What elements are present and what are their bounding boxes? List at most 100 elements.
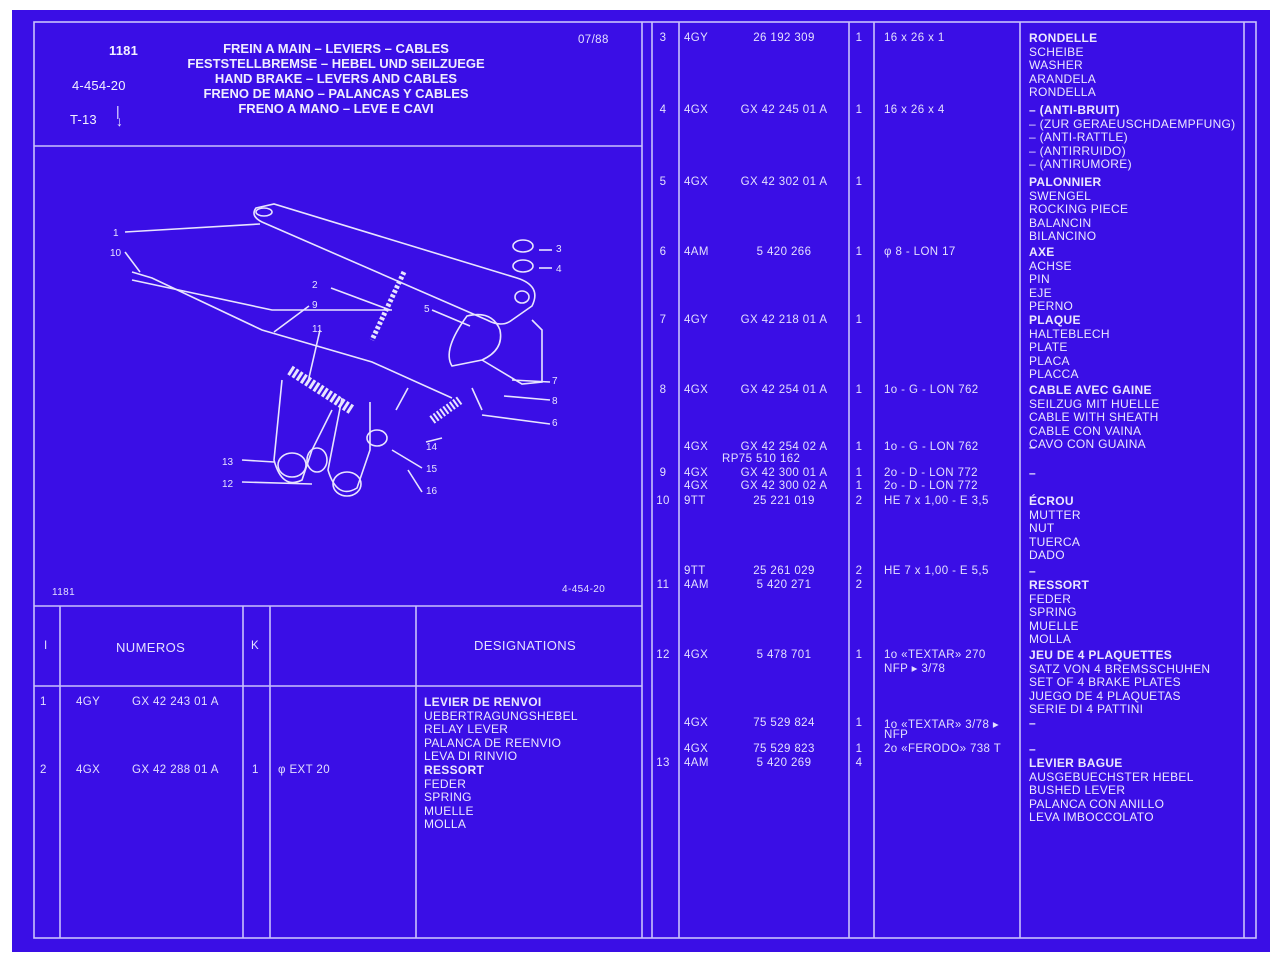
- desc-line: ARANDELA: [1029, 71, 1097, 86]
- desc-line: WASHER: [1029, 58, 1084, 73]
- desc-line: JUEGO DE 4 PLAQUETAS: [1029, 688, 1181, 703]
- col-header-numeros: NUMEROS: [116, 640, 186, 655]
- right-row-ref: GX 42 300 01 A: [740, 467, 828, 479]
- right-row-spec: φ 8 - LON 17: [884, 246, 956, 258]
- col-header-k: K: [251, 640, 260, 652]
- right-row-spec: 1o «TEXTAR» 3/78 ▸: [884, 719, 1000, 731]
- title-it: FRENO A MANO – LEVE E CAVI: [238, 101, 434, 116]
- right-row-spec: 16 x 26 x 4: [884, 104, 945, 116]
- right-row-code: 4AM: [684, 579, 709, 591]
- right-row-ref: GX 42 302 01 A: [740, 176, 828, 188]
- desc-line: MOLLA: [1029, 632, 1072, 647]
- right-row-k: 1: [855, 32, 863, 44]
- desc-line: SWENGEL: [1029, 188, 1092, 203]
- desc-line: RESSORT: [424, 763, 485, 777]
- right-row-code: 4GX: [684, 717, 709, 729]
- right-row-k: 1: [855, 176, 863, 188]
- desc-line: –: [1029, 716, 1036, 730]
- right-row-code: 4AM: [684, 246, 709, 258]
- right-row-k: 1: [855, 441, 863, 453]
- group-number: 4-454-20: [72, 78, 126, 93]
- title-es: FRENO DE MANO – PALANCAS Y CABLES: [203, 86, 469, 101]
- right-row-ref: 75 529 824: [753, 717, 815, 729]
- desc-line: CABLE WITH SHEATH: [1029, 410, 1159, 425]
- desc-line: PLATE: [1029, 340, 1068, 355]
- desc-line: AXE: [1029, 245, 1055, 259]
- desc-line: RELAY LEVER: [424, 722, 509, 736]
- title-en: HAND BRAKE – LEVERS AND CABLES: [214, 71, 458, 86]
- desc-line: CABLE CON VAINA: [1029, 423, 1142, 438]
- right-row-code: 9TT: [684, 495, 706, 507]
- desc-line: SET OF 4 BRAKE PLATES: [1029, 675, 1181, 690]
- model-code: T-13: [70, 112, 97, 127]
- right-row-k: 1: [855, 384, 863, 396]
- callout-3: 3: [556, 244, 562, 255]
- right-row-code: 4AM: [684, 757, 709, 769]
- right-row-k: 1: [855, 480, 863, 492]
- right-row-i: 6: [659, 246, 667, 258]
- desc-line: PLAQUE: [1029, 313, 1081, 327]
- row1-index: 1: [40, 696, 47, 708]
- desc-line: – (ZUR GERAEUSCHDAEMPFUNG): [1029, 116, 1236, 131]
- right-row-ref2: RP75 510 162: [722, 453, 801, 465]
- desc-line: –: [1029, 742, 1036, 756]
- desc-line: EJE: [1029, 285, 1052, 300]
- right-row-i: 13: [656, 757, 670, 769]
- right-row-spec: HE 7 x 1,00 - E 5,5: [884, 565, 989, 577]
- desc-line: – (ANTIRRUIDO): [1029, 143, 1126, 158]
- desc-line: ROCKING PIECE: [1029, 202, 1129, 217]
- desc-line: PERNO: [1029, 299, 1074, 314]
- row2-code: 4GX: [76, 764, 101, 776]
- callout-2: 2: [312, 280, 318, 291]
- callout-9: 9: [312, 300, 318, 311]
- right-row-ref: 75 529 823: [753, 743, 815, 755]
- right-row-designation: –: [1029, 466, 1036, 481]
- desc-line: MUELLE: [424, 803, 474, 818]
- desc-line: –: [1029, 466, 1036, 480]
- callout-11: 11: [312, 324, 323, 335]
- right-row-k: 1: [855, 104, 863, 116]
- desc-line: –: [1029, 440, 1036, 454]
- exploded-diagram: 1 10 2 9 11 3 4 5 7 8 6 14 15 16 13 12: [110, 203, 562, 497]
- callout-16: 16: [426, 486, 438, 497]
- desc-line: LEVA DI RINVIO: [424, 749, 518, 763]
- callout-4: 4: [556, 264, 562, 275]
- right-row-code: 4GY: [684, 32, 709, 44]
- right-row-i: 4: [659, 104, 667, 116]
- right-row-designation: –: [1029, 440, 1036, 455]
- right-row-spec: 2o - D - LON 772: [884, 467, 978, 479]
- right-row-code: 9TT: [684, 565, 706, 577]
- right-row-spec: 1o - G - LON 762: [884, 384, 979, 396]
- right-row-designation: – (ANTI-BRUIT)– (ZUR GERAEUSCHDAEMPFUNG)…: [1029, 103, 1236, 172]
- right-row-code: 4GX: [684, 384, 709, 396]
- right-row-ref: 5 478 701: [756, 649, 812, 661]
- right-row-k: 1: [855, 649, 863, 661]
- right-row-i: 5: [659, 176, 667, 188]
- callout-13: 13: [222, 457, 234, 468]
- diagram-footer-left: 1181: [52, 587, 76, 598]
- right-row-k: 1: [855, 246, 863, 258]
- row1-code: 4GY: [76, 696, 101, 708]
- desc-line: SERIE DI 4 PATTINI: [1029, 702, 1144, 717]
- right-row-k: 2: [855, 565, 863, 577]
- right-row-spec2: NFP: [884, 729, 909, 741]
- row2-k: 1: [252, 764, 259, 776]
- desc-line: LEVA IMBOCCOLATO: [1029, 810, 1154, 825]
- row2-index: 2: [40, 764, 47, 776]
- desc-line: SEILZUG MIT HUELLE: [1029, 396, 1160, 411]
- right-row-spec: 2o «FERODO» 738 T: [884, 743, 1002, 755]
- desc-line: BUSHED LEVER: [1029, 783, 1126, 798]
- desc-line: – (ANTI-RATTLE): [1029, 130, 1128, 145]
- desc-line: ÉCROU: [1029, 494, 1074, 508]
- right-row-code: 4GX: [684, 480, 709, 492]
- desc-line: HALTEBLECH: [1029, 326, 1110, 341]
- desc-line: ACHSE: [1029, 258, 1072, 273]
- right-row-ref: GX 42 300 02 A: [740, 480, 828, 492]
